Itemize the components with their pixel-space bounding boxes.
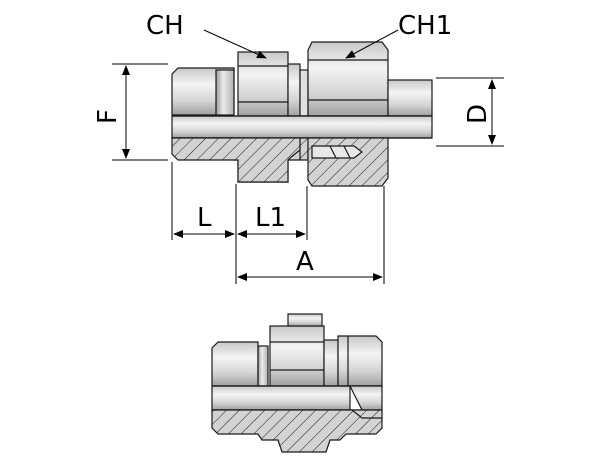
- lower-section: [211, 409, 383, 453]
- hex-ch1: [307, 41, 389, 117]
- lower-right-end: [337, 335, 383, 387]
- label-ch: CH: [146, 11, 184, 41]
- label-a: A: [296, 247, 314, 277]
- label-f: F: [93, 109, 123, 124]
- groove: [287, 63, 301, 117]
- lower-hex: [269, 325, 325, 387]
- leader-ch: [203, 29, 267, 59]
- seal-ring: [311, 145, 363, 159]
- lower-fitting-body: [211, 313, 383, 453]
- section-nut: [307, 137, 389, 187]
- stud-thread: [215, 69, 235, 116]
- label-l1: L1: [255, 203, 286, 233]
- label-ch1: CH1: [398, 11, 452, 41]
- tube: [387, 79, 433, 117]
- upper-fitting-assembly: [171, 41, 433, 187]
- section-stud: [171, 137, 301, 183]
- dimension-lines-upper: [112, 29, 504, 284]
- label-l: L: [197, 203, 212, 233]
- lower-left-thread: [211, 341, 259, 387]
- leader-ch1: [345, 29, 399, 59]
- hex-ch: [237, 51, 289, 117]
- label-d: D: [463, 104, 493, 124]
- lower-bore: [211, 385, 351, 411]
- bore: [171, 115, 433, 139]
